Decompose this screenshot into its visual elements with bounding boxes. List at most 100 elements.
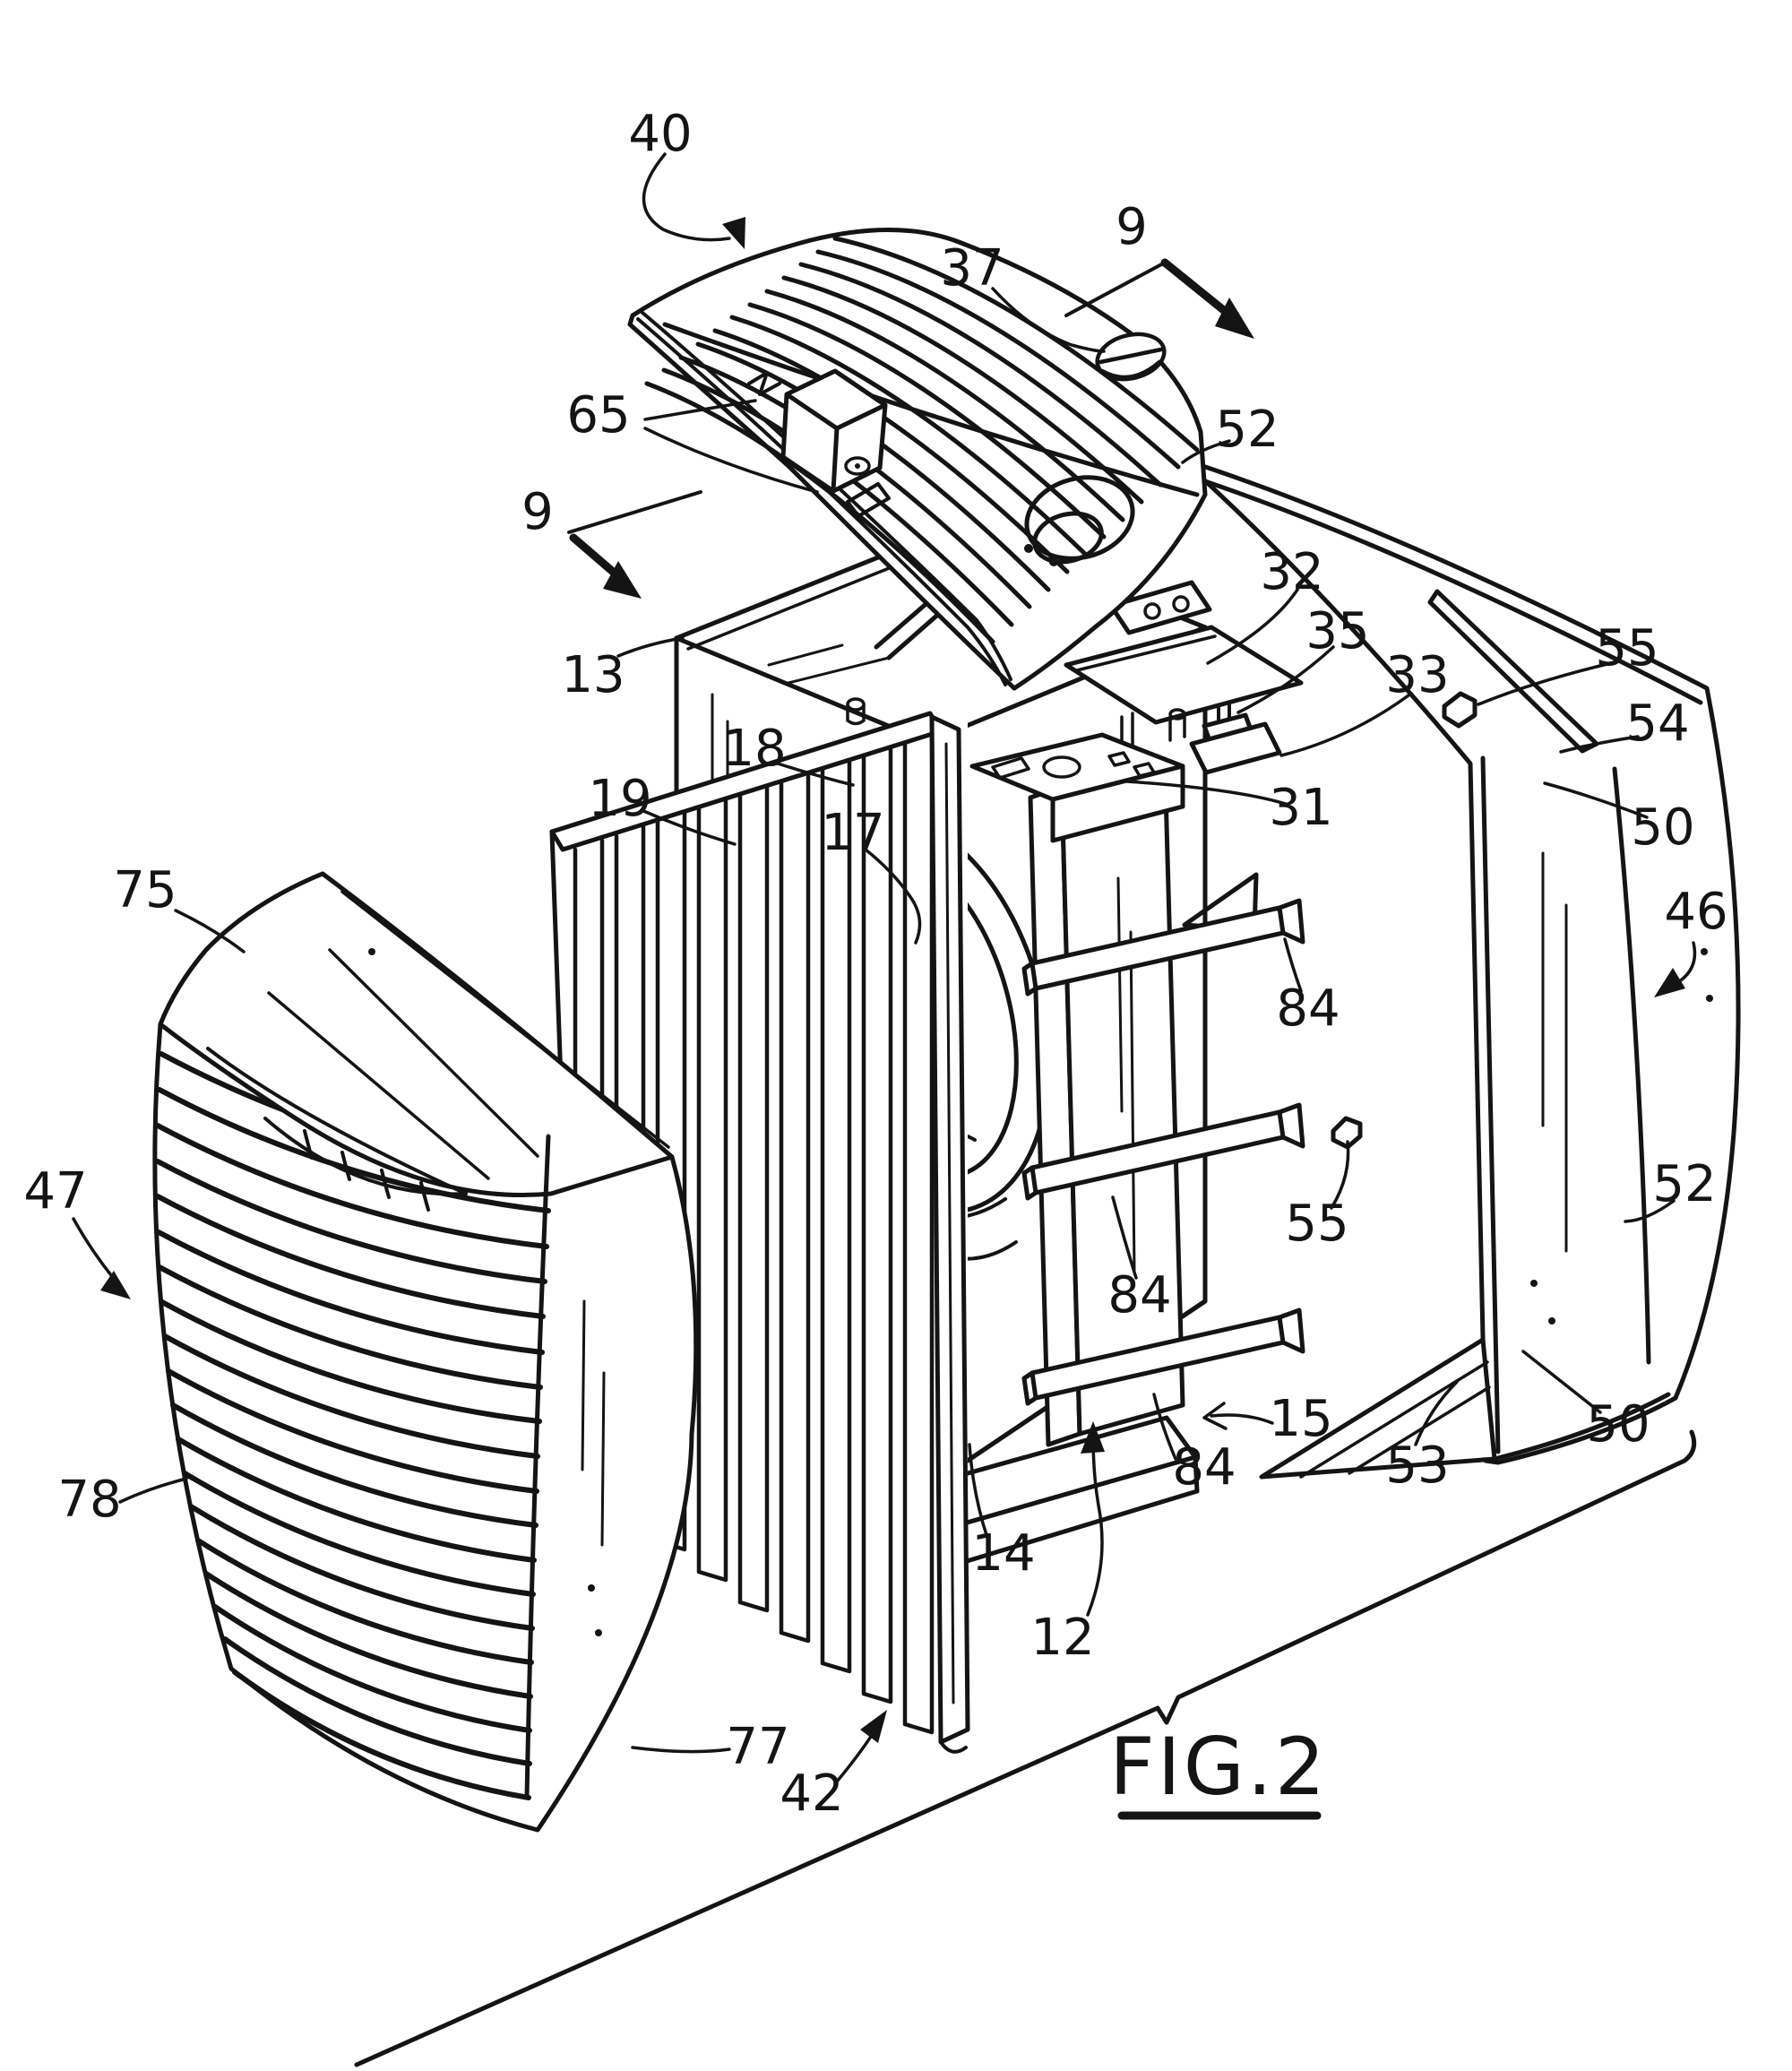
plate-edge bbox=[1075, 634, 1217, 672]
console-switches bbox=[1107, 751, 1156, 778]
filter-slat bbox=[820, 755, 852, 1674]
plate-32 bbox=[1064, 625, 1304, 725]
leader-52-right bbox=[1624, 1199, 1676, 1223]
speckle-dot bbox=[588, 1584, 595, 1592]
arrowhead-47 bbox=[100, 1271, 131, 1299]
grille-louver bbox=[170, 1402, 538, 1528]
ref-label-46: 46 bbox=[1664, 883, 1727, 941]
shell-outline bbox=[1178, 456, 1741, 1465]
cover-rib bbox=[781, 275, 1144, 505]
leader-15 bbox=[1202, 1402, 1274, 1430]
right-shell bbox=[1146, 435, 1741, 1480]
leader-14 bbox=[968, 1443, 989, 1540]
bracket-bolt bbox=[1143, 602, 1161, 620]
cover-rim bbox=[636, 310, 1012, 686]
ref-label-75: 75 bbox=[113, 861, 177, 919]
ref-label-13: 13 bbox=[561, 646, 625, 704]
frame-streak bbox=[944, 742, 955, 1704]
arrowhead-42 bbox=[860, 1710, 887, 1743]
speckle-dot bbox=[1548, 1317, 1555, 1325]
leader-84-bottom bbox=[1152, 1393, 1177, 1461]
grille-louver bbox=[155, 1123, 549, 1249]
ref-label-84-bottom: 84 bbox=[1172, 1438, 1236, 1497]
leader-lines bbox=[72, 152, 1697, 1783]
boss-top bbox=[1168, 708, 1186, 721]
leader-32 bbox=[1206, 588, 1299, 665]
grille-louver bbox=[188, 1504, 535, 1631]
speckle-dot bbox=[368, 948, 375, 955]
section-arrow-right-shaft bbox=[1160, 258, 1230, 316]
clamp-base-33 bbox=[1189, 721, 1282, 775]
control-knob-37 bbox=[1095, 332, 1167, 382]
ref-label-14: 14 bbox=[971, 1524, 1035, 1583]
grille-louver bbox=[232, 1670, 531, 1800]
ref-label-50-right: 50 bbox=[1631, 798, 1694, 857]
ref-label-33: 33 bbox=[1385, 646, 1449, 704]
ref-label-54: 54 bbox=[1625, 695, 1689, 753]
clip-55-right bbox=[1442, 691, 1478, 729]
ref-label-84-mid: 84 bbox=[1107, 1266, 1171, 1325]
rim-step bbox=[846, 482, 891, 518]
leader-50-bottom bbox=[1521, 1350, 1602, 1414]
bracket-bolt bbox=[1172, 595, 1190, 613]
section-arrowhead-left bbox=[603, 561, 642, 599]
ref-label-47: 47 bbox=[23, 1162, 87, 1221]
grille-louver bbox=[155, 1194, 546, 1319]
handle-recess bbox=[206, 1047, 468, 1196]
leader-78 bbox=[118, 1477, 188, 1504]
leader-52-top bbox=[1181, 439, 1231, 464]
grille-louver bbox=[222, 1636, 532, 1766]
shell-bottom-inner-edge bbox=[1492, 1392, 1671, 1462]
latch-block-65 bbox=[780, 368, 888, 494]
arrowhead-40 bbox=[722, 217, 745, 249]
grille-louver bbox=[155, 1159, 547, 1284]
shell-fold-line bbox=[1612, 766, 1651, 1365]
leader-31 bbox=[1125, 780, 1290, 807]
filter-slat bbox=[737, 782, 770, 1613]
latch-bore-dot bbox=[855, 463, 860, 469]
ref-label-32: 32 bbox=[1260, 543, 1323, 601]
grille-louver bbox=[195, 1538, 534, 1665]
filter-slat bbox=[696, 797, 728, 1583]
cover-rib bbox=[832, 236, 1200, 453]
speckle-dot bbox=[1706, 995, 1713, 1002]
cover-rib bbox=[798, 262, 1163, 488]
grille-louver bbox=[182, 1471, 536, 1597]
section-arrows bbox=[567, 258, 1254, 599]
ref-label-84-top: 84 bbox=[1276, 979, 1340, 1038]
leader-35 bbox=[1236, 645, 1335, 714]
frame-bottom bbox=[939, 1740, 968, 1754]
ground-baseline bbox=[354, 1429, 1697, 2067]
ref-label-18: 18 bbox=[722, 720, 786, 778]
ref-label-9-right: 9 bbox=[1116, 198, 1148, 256]
grille-louver bbox=[203, 1571, 533, 1699]
clip-55-mid bbox=[1331, 1116, 1363, 1150]
leader-54 bbox=[1559, 735, 1640, 754]
cover-recess-inner bbox=[1032, 511, 1104, 565]
rim-notch bbox=[747, 371, 781, 396]
ref-label-12: 12 bbox=[1030, 1609, 1094, 1667]
leader-50-right bbox=[1543, 781, 1649, 819]
band-streaks bbox=[581, 1299, 606, 1547]
leader-18 bbox=[776, 762, 855, 787]
grille-louver bbox=[166, 1368, 539, 1494]
grille-louver bbox=[157, 1264, 543, 1390]
cover-dot bbox=[1049, 557, 1058, 566]
grille-louver bbox=[159, 1299, 542, 1424]
grille-louver bbox=[162, 1333, 540, 1459]
filter-slat bbox=[779, 769, 811, 1644]
latch-bore bbox=[844, 456, 871, 476]
ref-label-55-right: 55 bbox=[1595, 619, 1658, 677]
shell-surface-streaks bbox=[1541, 851, 1568, 1253]
rib-band-boundary bbox=[662, 322, 1200, 497]
leader-19 bbox=[640, 808, 737, 846]
leader-65 bbox=[643, 399, 819, 494]
ref-label-52-top: 52 bbox=[1215, 401, 1279, 459]
grille-louver bbox=[156, 1230, 545, 1355]
ref-label-78: 78 bbox=[57, 1471, 121, 1529]
top-cover bbox=[627, 228, 1208, 691]
leader-53 bbox=[1414, 1380, 1459, 1446]
ref-label-42: 42 bbox=[780, 1765, 843, 1823]
